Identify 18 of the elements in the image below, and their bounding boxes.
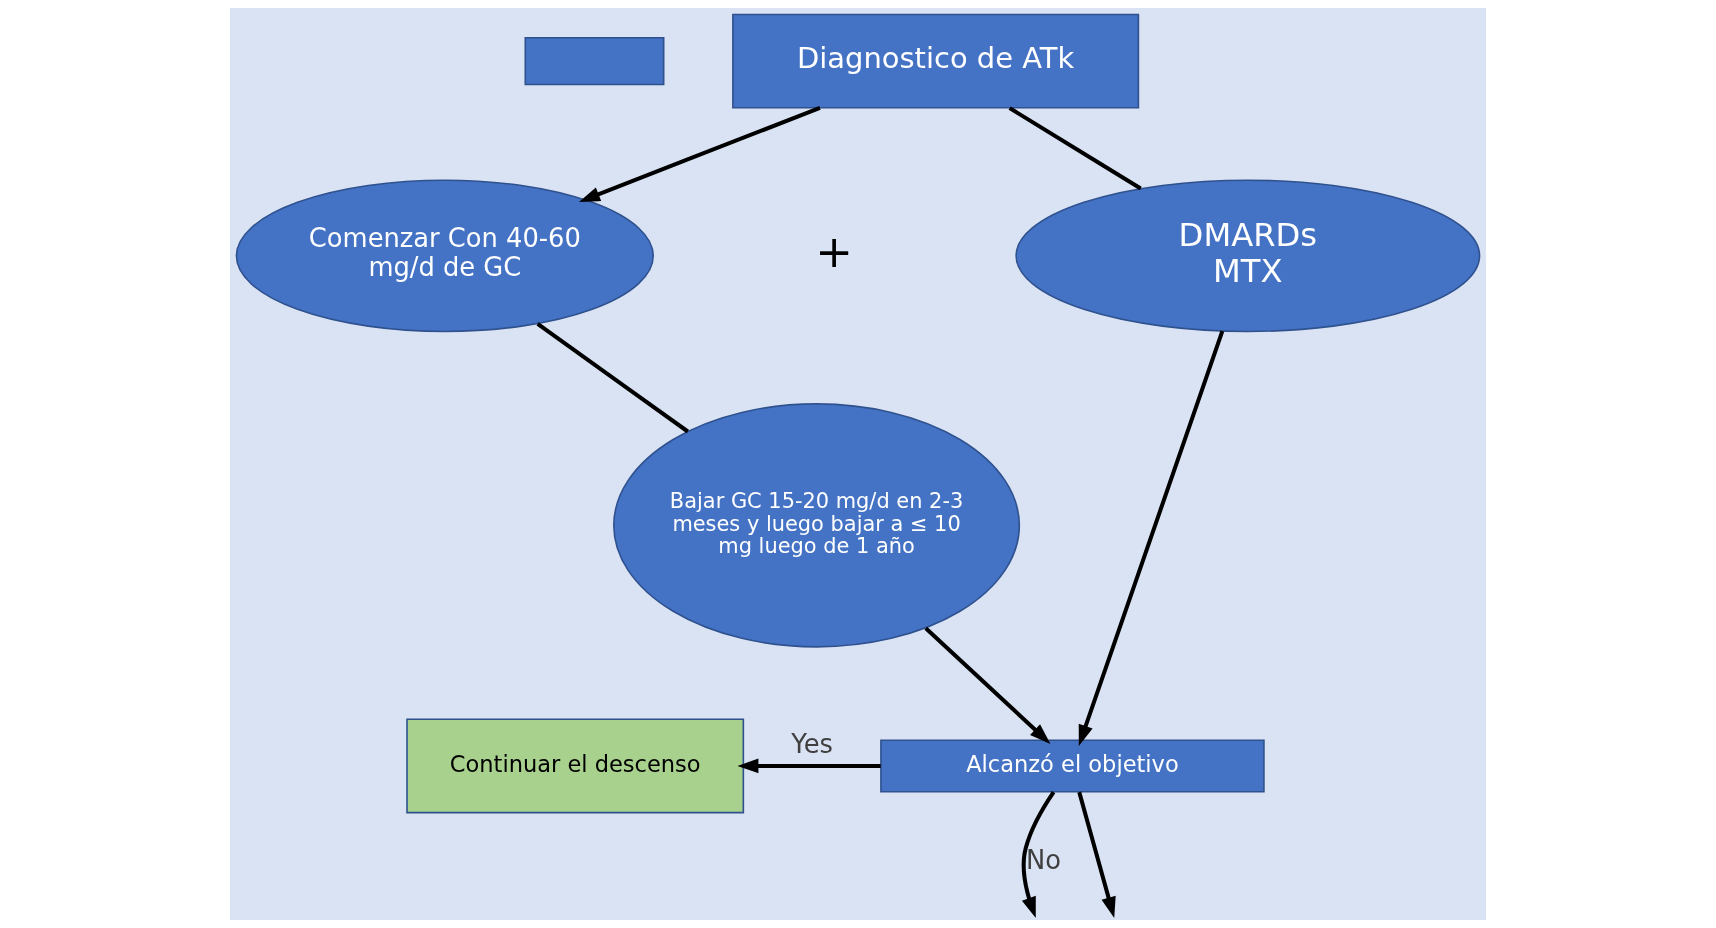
edge-label: Yes — [791, 728, 833, 759]
node-box: Alcanzó el objetivo — [880, 739, 1265, 793]
node-box — [524, 36, 665, 86]
node-ellipse: Comenzar Con 40-60 mg/d de GC — [235, 179, 655, 333]
arrow — [1021, 791, 1056, 918]
node-box: Continuar el descenso — [406, 718, 745, 814]
edge-label: No — [1025, 844, 1061, 875]
connector — [1008, 106, 1142, 191]
arrow — [737, 758, 881, 774]
node-box: Diagnostico de ATk — [732, 13, 1140, 109]
label: + — [815, 224, 854, 278]
connector — [536, 322, 689, 434]
arrow — [579, 106, 821, 202]
node-ellipse: DMARDs MTX — [1015, 179, 1481, 333]
arrow — [1078, 330, 1225, 746]
arrow — [924, 626, 1051, 744]
node-ellipse: Bajar GC 15-20 mg/d en 2-3 meses y luego bajar a ≤ 10 mg luego de 1 año — [613, 403, 1021, 648]
arrow — [1077, 791, 1116, 919]
